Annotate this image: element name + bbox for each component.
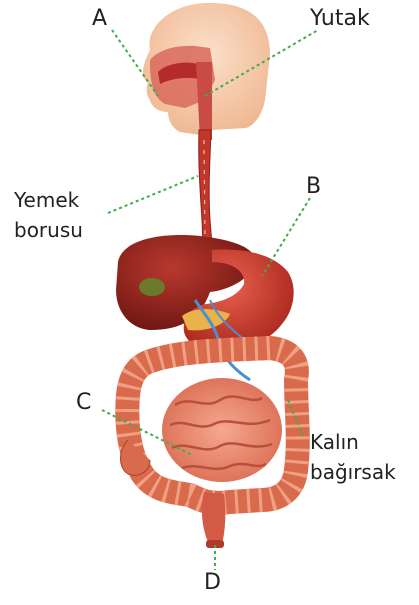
label-kalin: Kalın	[310, 428, 359, 456]
gallbladder	[139, 278, 165, 296]
label-borusu: borusu	[14, 216, 83, 244]
label-a: A	[92, 8, 107, 30]
leader-line-yemek-borusu	[108, 176, 198, 213]
label-b: B	[306, 176, 321, 198]
small-intestine	[162, 378, 282, 482]
head-profile	[143, 3, 270, 140]
label-c: C	[76, 392, 91, 414]
esophagus	[199, 130, 212, 245]
rectum	[202, 492, 225, 544]
label-yutak: Yutak	[310, 8, 370, 30]
label-bagirsak: bağırsak	[310, 458, 396, 486]
label-yemek: Yemek	[14, 186, 79, 214]
label-d: D	[204, 572, 221, 594]
